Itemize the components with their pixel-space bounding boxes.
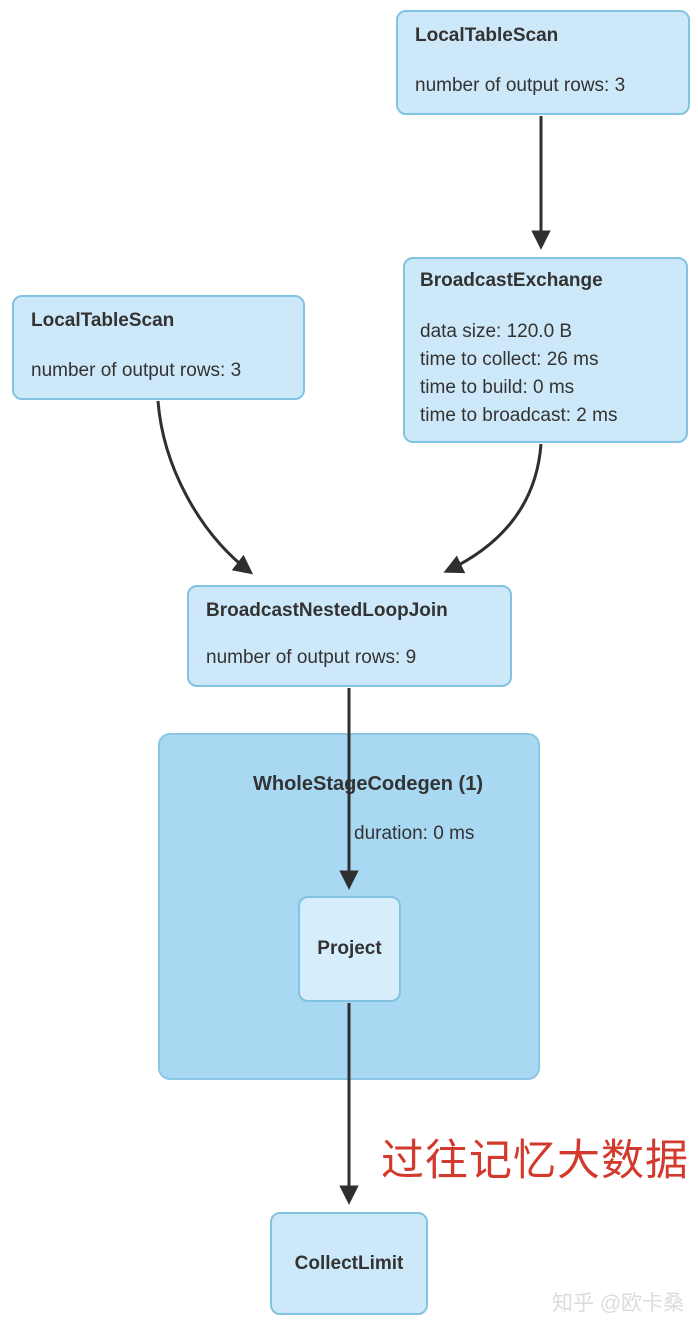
node-metric: time to broadcast: 2 ms [420, 405, 618, 426]
zhihu-watermark-text: 知乎 @欧卡桑 [552, 1292, 685, 1315]
node-metric: duration: 0 ms [354, 823, 475, 844]
node-title: BroadcastNestedLoopJoin [206, 600, 448, 621]
node-title: CollectLimit [294, 1252, 404, 1274]
node-local-table-scan-left[interactable]: LocalTableScan number of output rows: 3 [12, 295, 305, 400]
node-title: WholeStageCodegen (1) [252, 773, 483, 795]
node-collect-limit[interactable]: CollectLimit [270, 1212, 428, 1315]
node-title: LocalTableScan [415, 25, 559, 46]
node-broadcast-nested-loop-join[interactable]: BroadcastNestedLoopJoin number of output… [187, 585, 512, 687]
node-metrics: data size: 120.0 B time to collect: 26 m… [420, 318, 671, 430]
node-title: Project [317, 938, 382, 959]
node-metric: number of output rows: 3 [415, 75, 626, 96]
node-title: LocalTableScan [31, 310, 175, 331]
node-metric: number of output rows: 9 [206, 647, 417, 668]
node-local-table-scan-top[interactable]: LocalTableScan number of output rows: 3 [396, 10, 690, 115]
node-project[interactable]: Project [298, 896, 401, 1002]
edge-broadcastexchange-to-join [443, 443, 543, 574]
edge-localtablescan-to-join [156, 400, 254, 575]
red-watermark-text: 过往记忆大数据 [381, 1137, 689, 1185]
node-metric: time to collect: 26 ms [420, 349, 599, 370]
node-metric: data size: 120.0 B [420, 321, 573, 342]
node-broadcast-exchange[interactable]: BroadcastExchange data size: 120.0 B tim… [403, 257, 688, 443]
node-metric: time to build: 0 ms [420, 377, 575, 398]
node-title: BroadcastExchange [420, 270, 603, 291]
node-metric: number of output rows: 3 [31, 360, 242, 381]
